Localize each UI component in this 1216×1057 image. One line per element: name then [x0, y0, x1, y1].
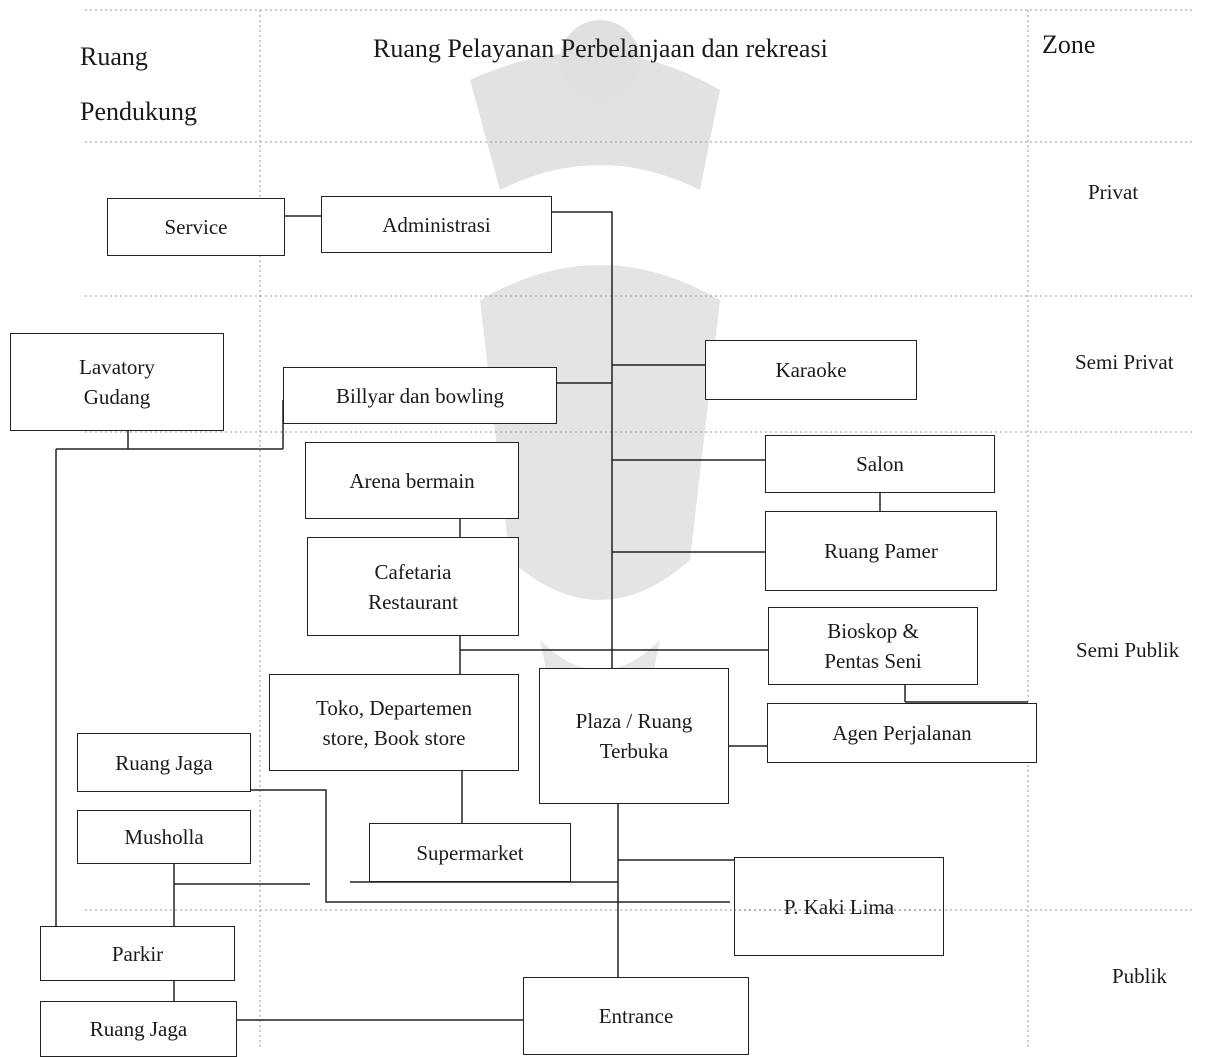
box-lavatory-gudang: Lavatory Gudang — [10, 333, 224, 431]
header-zone: Zone — [1042, 30, 1096, 59]
box-ruang-jaga-2: Ruang Jaga — [40, 1001, 237, 1057]
box-ruang-jaga-1-label: Ruang Jaga — [115, 750, 213, 775]
box-supermarket: Supermarket — [369, 823, 571, 882]
box-supermarket-label: Supermarket — [416, 840, 524, 865]
zone-semi-privat: Semi Privat — [1075, 350, 1174, 374]
box-toko-departemen: Toko, Departemen store, Book store — [269, 674, 519, 771]
box-arena-label: Arena bermain — [349, 468, 475, 493]
box-billyar-bowling: Billyar dan bowling — [283, 367, 557, 424]
box-administrasi-label: Administrasi — [382, 212, 491, 237]
box-bioskop-label: Bioskop & — [827, 619, 919, 643]
box-salon-label: Salon — [856, 452, 904, 476]
box-parkir-label: Parkir — [111, 941, 164, 966]
box-cafetaria-label: Cafetaria — [374, 559, 452, 584]
box-toko-label: Toko, Departemen — [316, 695, 472, 720]
box-terbuka-label: Terbuka — [599, 739, 669, 763]
box-lavatory-label: Lavatory — [79, 355, 155, 379]
box-karaoke-label: Karaoke — [775, 358, 847, 382]
box-bioskop-pentas-seni: Bioskop & Pentas Seni — [768, 607, 978, 685]
box-store-label: store, Book store — [322, 725, 466, 750]
box-pentas-seni-label: Pentas Seni — [824, 649, 922, 673]
box-ruang-pamer: Ruang Pamer — [765, 511, 997, 591]
header-ruang-pendukung-line2: Pendukung — [80, 97, 197, 126]
box-administrasi: Administrasi — [321, 196, 552, 253]
box-restaurant-label: Restaurant — [368, 589, 458, 614]
box-agen-label: Agen Perjalanan — [832, 721, 972, 745]
box-kaki-lima-label: P. Kaki Lima — [783, 894, 895, 919]
box-musholla: Musholla — [77, 810, 251, 864]
zone-semi-publik: Semi Publik — [1076, 638, 1180, 662]
box-cafetaria-restaurant: Cafetaria Restaurant — [307, 537, 519, 636]
box-gudang-label: Gudang — [83, 385, 151, 409]
box-arena-bermain: Arena bermain — [305, 442, 519, 519]
box-ruang-pamer-label: Ruang Pamer — [824, 539, 938, 563]
box-plaza-label: Plaza / Ruang — [575, 709, 693, 733]
box-plaza-ruang-terbuka: Plaza / Ruang Terbuka — [539, 668, 729, 804]
header-ruang-pelayanan: Ruang Pelayanan Perbelanjaan dan rekreas… — [373, 34, 828, 63]
box-karaoke: Karaoke — [705, 340, 917, 400]
box-parkir: Parkir — [40, 926, 235, 981]
box-ruang-jaga-2-label: Ruang Jaga — [89, 1017, 188, 1041]
zone-publik: Publik — [1112, 964, 1167, 988]
box-p-kaki-lima: P. Kaki Lima — [734, 857, 944, 956]
box-entrance: Entrance — [523, 977, 749, 1055]
box-entrance-label: Entrance — [598, 1004, 674, 1028]
zone-privat: Privat — [1088, 180, 1139, 204]
box-salon: Salon — [765, 435, 995, 493]
header-ruang-pendukung-line1: Ruang — [80, 42, 148, 71]
box-billyar-label: Billyar dan bowling — [336, 383, 504, 408]
box-musholla-label: Musholla — [124, 825, 204, 849]
box-service: Service — [107, 198, 285, 256]
box-agen-perjalanan: Agen Perjalanan — [767, 703, 1037, 763]
box-ruang-jaga-1: Ruang Jaga — [77, 733, 251, 792]
box-service-label: Service — [164, 215, 228, 239]
